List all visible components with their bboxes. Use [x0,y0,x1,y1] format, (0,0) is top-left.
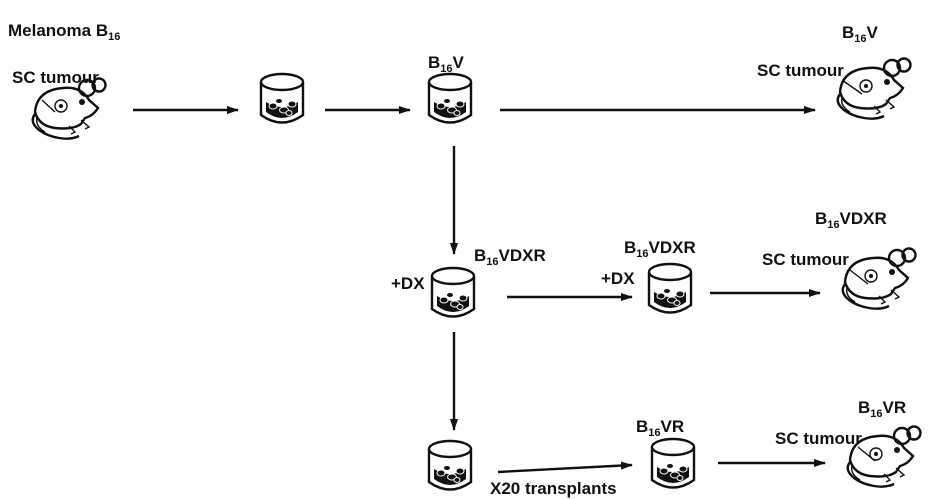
pointer-source [42,100,55,112]
arrow-transplant-dish-to-vr-dish [498,465,632,472]
mouse-source [33,79,106,139]
dish-b16vr [652,439,694,488]
diagram-title: Melanoma B16 [8,21,120,43]
dish-b16vdxr-2 [649,264,691,313]
label-dx-1: +DX [391,274,425,293]
mouse-b16v [838,59,911,119]
arrows [133,110,825,472]
label-b16v-mouse: B16V [842,23,879,45]
label-transplants: X20 transplants [490,479,617,498]
label-sc-tumour-source: SC tumour [12,68,99,87]
label-dx-2: +DX [601,269,635,288]
label-sc-tumour-b16vr: SC tumour [775,429,862,448]
label-b16vdxr-dish-2: B16VDXR [624,238,696,260]
label-b16vr-dish: B16VR [636,417,684,439]
dish-transplant [429,441,471,490]
dish-b16v [429,74,471,123]
label-b16vr-mouse: B16VR [858,398,906,420]
pointer-b16v [842,80,862,94]
dish-initial [261,74,303,123]
label-sc-tumour-b16v: SC tumour [757,61,844,80]
dish-b16vdxr-1 [432,268,474,317]
label-b16v-dish: B16V [428,53,465,75]
label-b16vdxr-dish-1: B16VDXR [474,246,546,268]
label-sc-tumour-b16vdxr: SC tumour [762,250,849,269]
label-b16vdxr-mouse: B16VDXR [815,209,887,231]
mouse-b16vdxr [843,249,916,309]
